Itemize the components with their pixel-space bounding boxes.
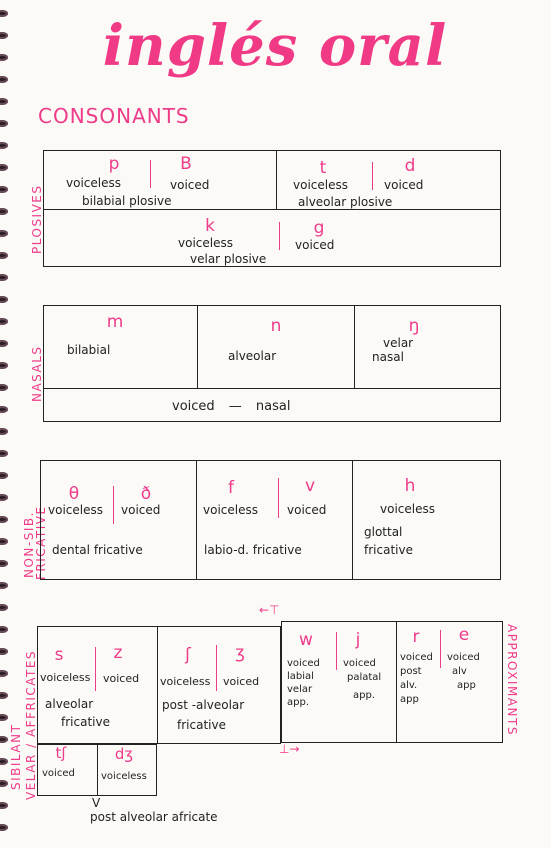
labial-label: labial <box>287 671 314 682</box>
page-title: inglés oral <box>102 13 448 79</box>
nasals-table <box>43 305 501 422</box>
approximants-side-label: APPROXIMANTS <box>505 624 519 736</box>
palatal-label: palatal <box>347 672 382 683</box>
symbol-tesh: tʃ <box>55 744 67 762</box>
symbol-n: n <box>270 316 282 336</box>
app-label: app <box>457 680 476 691</box>
voiceless-label: voiceless <box>66 176 121 190</box>
sibilant-side-label: SIBILANT <box>9 723 23 790</box>
symbol-f: f <box>228 478 234 498</box>
symbol-ezh: ʒ <box>235 643 245 663</box>
voiced-label: voiced <box>223 675 260 688</box>
voiced-label: voiced <box>343 658 376 669</box>
symbol-k: k <box>205 216 215 236</box>
symbol-d: d <box>404 156 416 176</box>
post-alveolar-africate-label: post alveolar africate <box>90 810 218 824</box>
symbol-l: e <box>458 625 470 645</box>
voiced-nasal-label: voiced — nasal <box>172 399 291 414</box>
spiral-binding <box>0 0 14 848</box>
voiced-label: voiced <box>384 178 424 192</box>
voiced-label: voiced <box>42 768 75 779</box>
symbol-z: z <box>113 643 123 663</box>
fricative-label: fricative <box>61 715 110 729</box>
arrow-bottom-icon: ⊥→ <box>279 742 300 756</box>
voiceless-label: voiceless <box>203 503 258 517</box>
fricative-label: fricative <box>364 543 413 557</box>
voiceless-label: voiceless <box>101 771 147 782</box>
symbol-esh: ʃ <box>185 645 191 665</box>
voiced-label: voiced <box>103 672 140 685</box>
sibilant-table <box>37 626 281 744</box>
symbol-j: j <box>355 630 361 650</box>
plosives-side-label: PLOSIVES <box>30 184 44 254</box>
post-alveolar-label: post -alveolar <box>162 698 245 712</box>
voiced-label: voiced <box>287 658 320 669</box>
voiceless-label: voiceless <box>293 178 348 192</box>
fricatives-table <box>40 460 501 580</box>
dental-fricative-label: dental fricative <box>52 543 143 557</box>
plosives-table <box>43 150 501 267</box>
arrow-top-icon: ←⊤ <box>259 603 280 617</box>
symbol-dezh: dʒ <box>114 745 134 763</box>
symbol-eth: ð <box>140 484 152 504</box>
voiced-label: voiced <box>295 238 335 252</box>
symbol-g: g <box>313 218 325 238</box>
caret-icon: V <box>92 796 101 810</box>
app-label: app <box>400 694 419 705</box>
voiced-label: voiced <box>447 652 480 663</box>
alv-label: alv <box>452 666 467 677</box>
symbol-w: w <box>299 630 313 650</box>
voiceless-label: voiceless <box>48 503 103 517</box>
section-heading: CONSONANTS <box>38 104 190 128</box>
voiceless-label: voiceless <box>380 502 435 516</box>
nasal-label: nasal <box>372 350 404 364</box>
symbol-eng: ŋ <box>408 316 420 336</box>
velar-plosive-label: velar plosive <box>190 252 267 266</box>
post-label: post <box>400 666 422 677</box>
symbol-p: p <box>108 154 120 174</box>
velar-affricates-side-label: VELAR / AFFRICATES <box>24 649 38 800</box>
fricative-label: fricative <box>177 718 226 732</box>
approximants-table <box>281 621 503 743</box>
voiced-label: voiced <box>287 503 327 517</box>
symbol-theta: θ <box>68 484 80 504</box>
symbol-h: h <box>404 476 416 496</box>
voiceless-label: voiceless <box>160 675 211 688</box>
alveolar-plosive-label: alveolar plosive <box>298 195 393 209</box>
symbol-v: v <box>304 476 316 496</box>
app-label: app. <box>353 690 376 701</box>
symbol-t: t <box>319 158 327 178</box>
labio-dental-fricative-label: labio-d. fricative <box>204 543 302 557</box>
voiceless-label: voiceless <box>40 671 91 684</box>
glottal-label: glottal <box>364 525 403 539</box>
symbol-m: m <box>106 312 124 332</box>
voiceless-label: voiceless <box>178 236 233 250</box>
alv-label: alv. <box>400 680 418 691</box>
voiced-label: voiced <box>400 652 433 663</box>
nasals-side-label: NASALS <box>30 345 44 402</box>
symbol-s: s <box>54 645 64 665</box>
bilabial-label: bilabial <box>67 343 111 357</box>
voiced-label: voiced <box>121 503 161 517</box>
alveolar-label: alveolar <box>228 349 277 363</box>
voiced-label: voiced <box>170 178 210 192</box>
bilabial-plosive-label: bilabial plosive <box>82 194 172 208</box>
app-label: app. <box>287 697 310 708</box>
symbol-r: r <box>412 627 420 647</box>
velar-label: velar <box>287 684 313 695</box>
symbol-b: B <box>180 154 192 174</box>
alveolar-label: alveolar <box>45 697 94 711</box>
velar-label: velar <box>383 336 414 350</box>
